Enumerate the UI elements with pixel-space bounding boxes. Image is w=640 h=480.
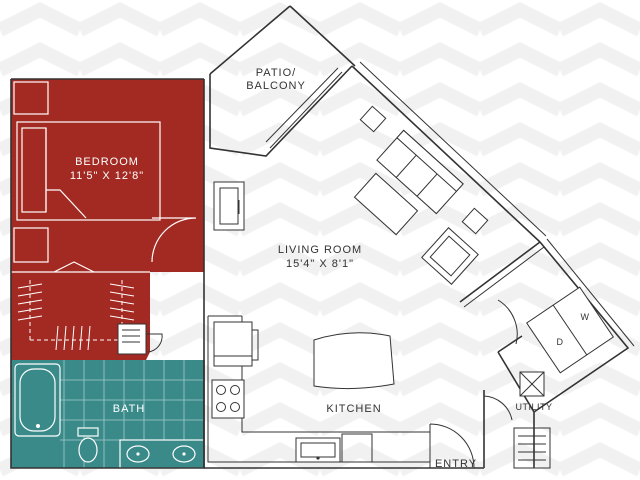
washer-label: W <box>581 312 590 322</box>
toilet <box>77 427 99 463</box>
coffee-table <box>353 172 419 236</box>
linen-closet <box>117 323 163 355</box>
kitchen-label: KITCHEN <box>326 403 381 415</box>
bedroom-label: BEDROOM <box>75 156 139 168</box>
patio-label-line1: PATIO/ <box>256 67 296 79</box>
armchair <box>421 227 479 285</box>
bedroom-area <box>11 79 204 360</box>
sofa <box>376 129 464 215</box>
side-table-top <box>359 105 387 133</box>
stove <box>211 379 245 419</box>
bath-area <box>11 360 205 469</box>
vanity <box>119 439 205 469</box>
dishwasher <box>341 433 373 463</box>
living-room-furniture <box>213 105 489 285</box>
sink-left <box>126 445 150 463</box>
closet-hangers <box>17 283 135 351</box>
living-room-label: LIVING ROOM <box>278 244 362 256</box>
patio-door <box>269 71 343 149</box>
bath-label: BATH <box>113 403 146 415</box>
patio-label-line2: BALCONY <box>246 80 306 92</box>
side-table-bottom <box>461 207 489 235</box>
sink-right <box>172 445 196 463</box>
entry-door <box>429 423 475 469</box>
entry-label: ENTRY <box>435 458 477 470</box>
bed-outline <box>16 121 161 221</box>
kitchen-fixtures <box>207 315 430 463</box>
kitchen-sink <box>295 437 341 463</box>
laundry-area <box>483 286 614 469</box>
dryer-label: D <box>557 337 564 347</box>
bedroom-dimensions: 11'5" X 12'8" <box>70 170 144 182</box>
bedroom-door <box>151 217 197 263</box>
refrigerator <box>213 321 253 367</box>
living-room-dimensions: 15'4" X 8'1" <box>286 258 354 270</box>
utility-label: UTILITY <box>515 402 552 412</box>
bathtub <box>14 363 61 437</box>
kitchen-island <box>313 332 395 390</box>
exterior-walls <box>10 5 635 469</box>
